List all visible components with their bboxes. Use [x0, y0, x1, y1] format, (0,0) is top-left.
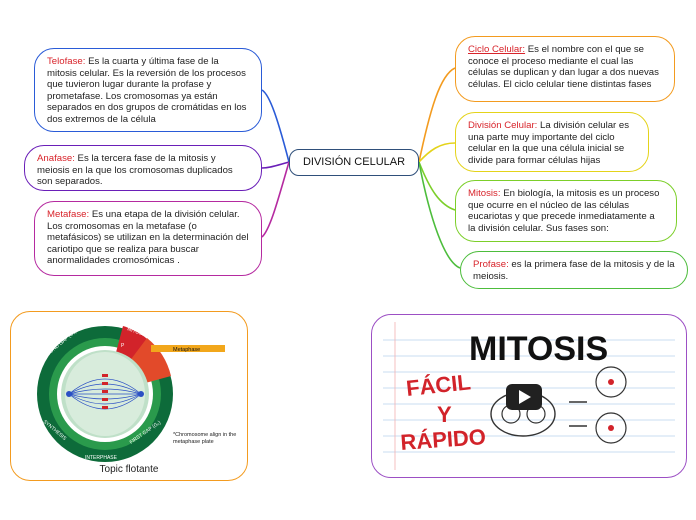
profase-node[interactable]: Profase: es la primera fase de la mitosi…: [460, 251, 688, 289]
video-title: MITOSIS: [469, 330, 608, 368]
video-thumbnail[interactable]: MITOSIS FÁCIL Y RÁPIDO: [373, 316, 685, 476]
telofase-label: Telofase:: [47, 56, 86, 67]
division-celular-node[interactable]: División Celular: La división celular es…: [455, 112, 649, 172]
metafase-node[interactable]: Metafase: Es una etapa de la división ce…: [34, 201, 262, 276]
metaphase-label: Metaphase: [173, 347, 200, 353]
ciclo-celular-node[interactable]: Ciclo Celular: Es el nombre con el que s…: [455, 36, 675, 102]
ciclo-celular-label: Ciclo Celular:: [468, 44, 526, 55]
metafase-text: Es una etapa de la división celular. Los…: [47, 209, 249, 267]
p-ring-label: P: [121, 343, 125, 349]
mitosis-label: Mitosis:: [468, 188, 501, 199]
ciclo-celular-text: Es el nombre con el que se conoce el pro…: [468, 44, 659, 90]
profase-label: Profase:: [473, 259, 509, 270]
anafase-node[interactable]: Anafase: Es la tercera fase de la mitosi…: [24, 145, 262, 191]
metafase-label: Metafase:: [47, 209, 90, 220]
anafase-label: Anafase:: [37, 153, 75, 164]
telofase-text: Es la cuarta y última fase de la mitosis…: [47, 56, 247, 125]
play-icon[interactable]: [506, 384, 542, 410]
video-line-y: Y: [437, 402, 452, 427]
telofase-node[interactable]: Telofase: Es la cuarta y última fase de …: [34, 48, 262, 132]
cell-cycle-diagram: Metaphase SECOND GAP (G₂) MITOSIS P SYNT…: [37, 326, 237, 462]
anafase-text: Es la tercera fase de la mitosis y meios…: [37, 153, 233, 188]
cell-cycle-image-node[interactable]: Metaphase SECOND GAP (G₂) MITOSIS P SYNT…: [10, 311, 248, 481]
chromosome-note: *Chromosome align in the metaphase plate: [173, 432, 237, 445]
mitosis-text: En biología, la mitosis es un proceso qu…: [468, 188, 660, 234]
division-celular-text: La división celular es una parte muy imp…: [468, 120, 630, 166]
division-celular-label: División Celular:: [468, 120, 538, 131]
video-line-rapido: RÁPIDO: [400, 424, 487, 455]
video-thumbnail-node[interactable]: MITOSIS FÁCIL Y RÁPIDO: [371, 314, 687, 478]
central-topic[interactable]: DIVISIÓN CELULAR: [289, 149, 419, 176]
topic-caption: Topic flotante: [99, 464, 159, 475]
interphase-label: INTERPHASE: [85, 455, 118, 461]
profase-text: es la primera fase de la mitosis y de la…: [473, 259, 675, 282]
mitosis-node[interactable]: Mitosis: En biología, la mitosis es un p…: [455, 180, 677, 242]
